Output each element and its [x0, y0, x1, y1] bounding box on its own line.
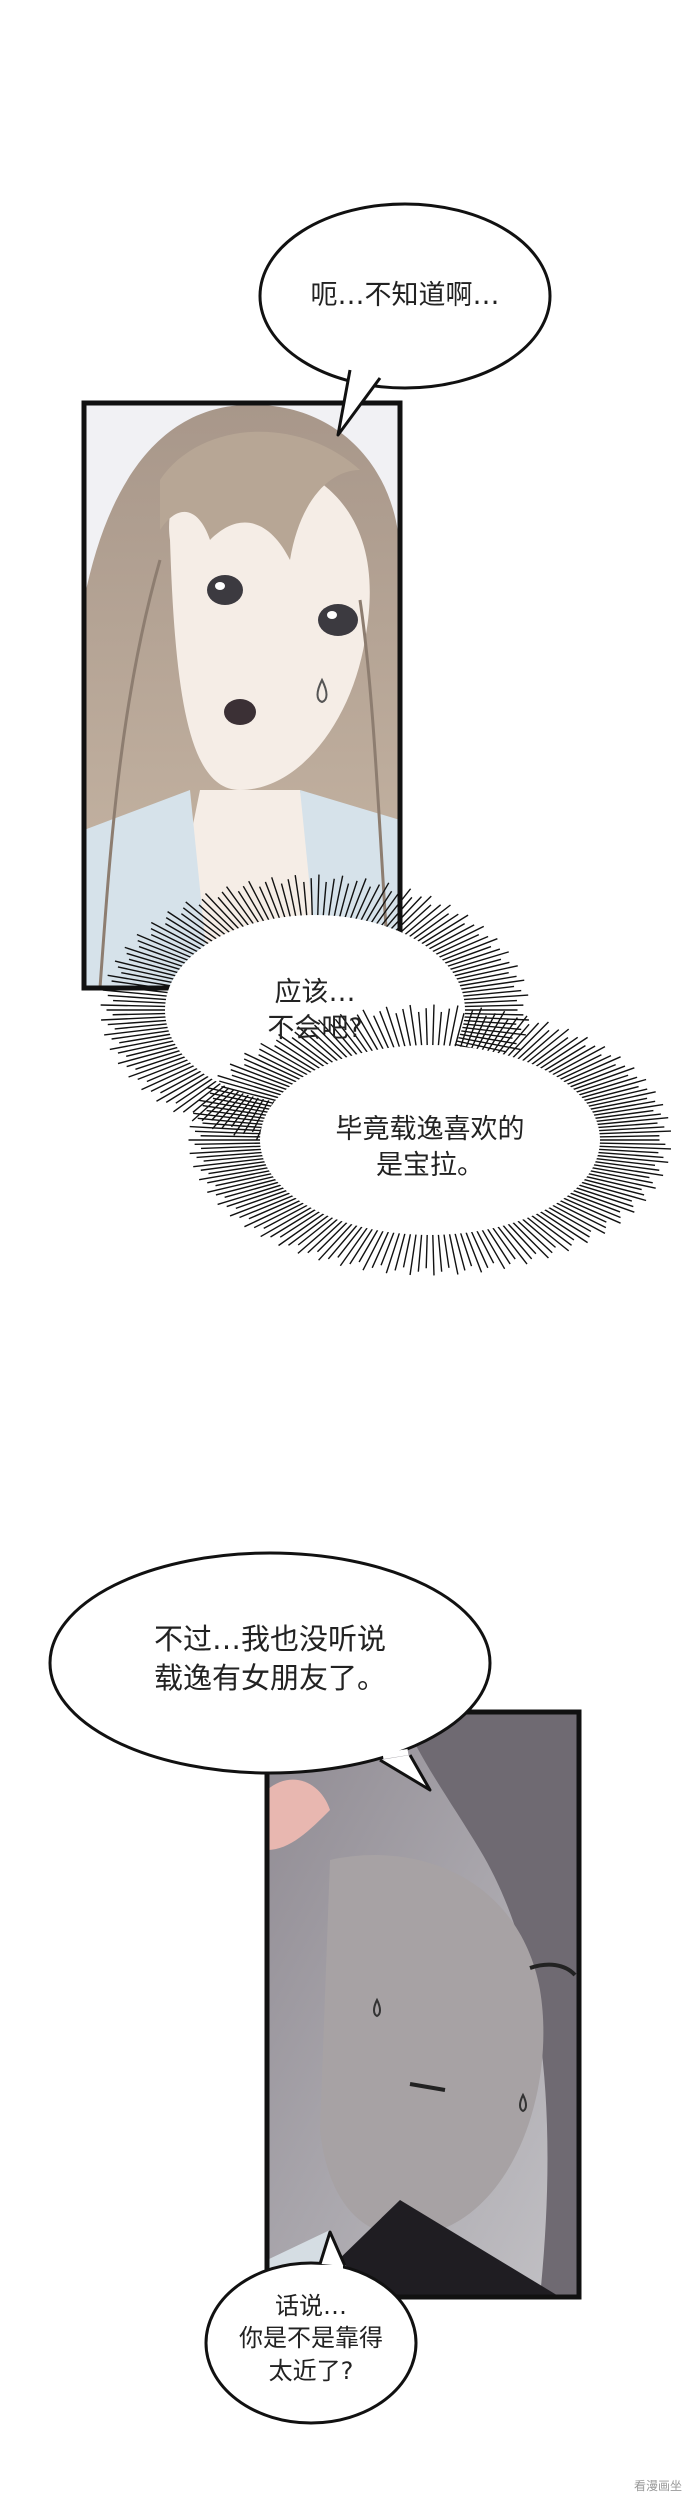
burst-1-text: 应该… 不会吧?	[267, 977, 363, 1045]
panel-1	[81, 400, 403, 991]
speech-bubble-top	[258, 202, 552, 437]
bubble-main-text: 不过…我也没听说 载逸有女朋友了。	[153, 1622, 386, 1696]
speech-bubble-main	[48, 1551, 492, 1792]
watermark: 看漫画坐	[633, 2479, 682, 2493]
bubble-top-text: 呃…不知道啊…	[310, 280, 500, 311]
burst-bubble-2	[188, 1004, 671, 1276]
panel-2	[264, 1709, 582, 2300]
speech-bubble-bottom	[204, 2230, 418, 2425]
bubble-bottom-text: 话说… 你是不是靠得 太近了?	[239, 2292, 383, 2385]
burst-2-text: 毕竟载逸喜欢的 是宝拉。	[335, 1114, 525, 1182]
